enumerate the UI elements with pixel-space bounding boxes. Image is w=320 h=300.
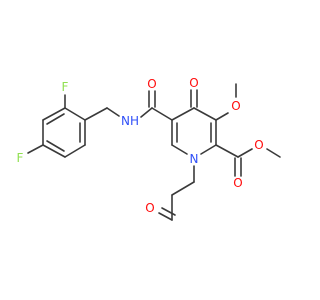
bond bbox=[193, 107, 217, 121]
bond bbox=[161, 207, 176, 216]
fluorine-atom-label: F bbox=[17, 151, 24, 165]
atom-labels: F F NH O O O N O O O bbox=[17, 76, 264, 215]
bond bbox=[200, 144, 217, 155]
bond bbox=[140, 107, 153, 118]
bond bbox=[106, 107, 120, 117]
bond bbox=[171, 107, 195, 121]
amide-oxygen-label: O bbox=[147, 77, 156, 91]
ring-nitrogen-label: N bbox=[190, 152, 199, 166]
bond bbox=[215, 112, 229, 121]
ketone-oxygen-label: O bbox=[189, 76, 198, 90]
bond bbox=[42, 107, 66, 121]
bond bbox=[171, 144, 188, 155]
methoxy-oxygen-label: O bbox=[231, 99, 240, 113]
bond bbox=[151, 107, 173, 121]
bond bbox=[84, 107, 108, 121]
bond bbox=[64, 144, 86, 158]
bond bbox=[215, 144, 239, 158]
bond bbox=[46, 140, 65, 152]
bond bbox=[158, 212, 173, 221]
ester-carbonyl-oxygen-label: O bbox=[233, 176, 242, 190]
aldehyde-oxygen-label: O bbox=[145, 201, 154, 215]
bond bbox=[42, 144, 66, 158]
bond bbox=[46, 113, 65, 125]
amide-nh-label: NH bbox=[121, 114, 139, 128]
bond bbox=[27, 144, 44, 154]
molecule-structure: F F NH O O O N O O O bbox=[17, 76, 281, 221]
bonds bbox=[27, 83, 281, 221]
ester-oxygen-label: O bbox=[254, 138, 263, 152]
fluorine-atom-label: F bbox=[62, 80, 69, 94]
bond bbox=[171, 181, 195, 196]
bond bbox=[266, 148, 281, 158]
bond bbox=[64, 107, 86, 121]
bond bbox=[237, 148, 253, 158]
